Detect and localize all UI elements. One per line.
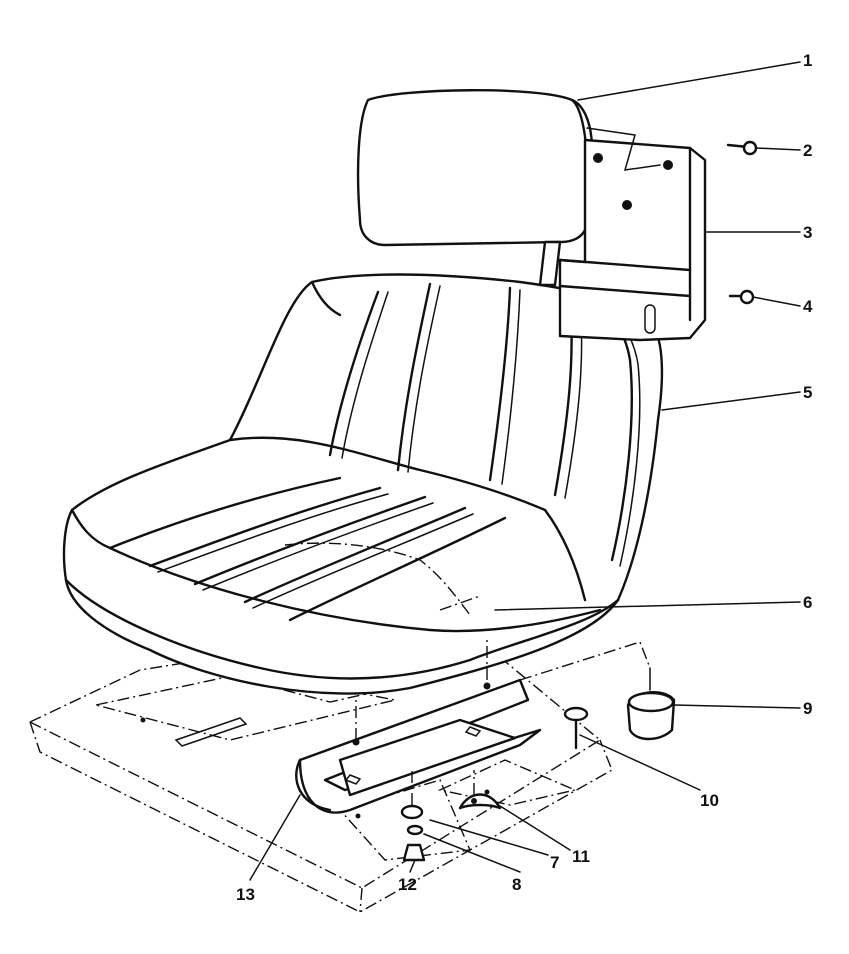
callout-4: 4 [803, 297, 813, 316]
callout-8: 8 [512, 875, 521, 894]
callout-5: 5 [803, 383, 812, 402]
leader-13 [249, 794, 301, 881]
bolt-4 [728, 289, 755, 305]
callout-labels: 1 2 3 4 5 6 7 8 9 10 11 12 13 [236, 51, 813, 904]
bolt-2 [726, 140, 758, 156]
backrest-bracket [558, 127, 707, 342]
callout-11: 11 [572, 847, 590, 866]
leader-12 [409, 859, 416, 873]
hardware-stack [400, 804, 426, 862]
callout-9: 9 [803, 699, 812, 718]
leader-9 [673, 704, 801, 709]
callout-3: 3 [803, 223, 812, 242]
leader-4 [752, 296, 801, 307]
leader-8 [423, 833, 521, 873]
assembly-lines [355, 595, 651, 805]
seat-shell [62, 273, 664, 695]
stud-10 [563, 706, 589, 750]
leader-5 [661, 391, 801, 411]
leader-1 [577, 61, 801, 101]
mounting-bracket [295, 678, 542, 814]
callout-1: 1 [803, 51, 812, 70]
callout-6: 6 [803, 593, 812, 612]
leader-10 [579, 734, 701, 791]
callout-13: 13 [236, 885, 255, 904]
leader-7 [429, 819, 549, 856]
leader-2 [755, 147, 801, 151]
headrest [356, 89, 594, 287]
leader-lines [249, 61, 801, 881]
leader-11 [499, 805, 571, 851]
bumper-9 [626, 667, 676, 741]
callout-7: 7 [550, 853, 559, 872]
leader-6 [494, 601, 801, 611]
foot-11 [458, 793, 502, 810]
callout-2: 2 [803, 141, 812, 160]
callout-12: 12 [398, 875, 417, 894]
callout-10: 10 [700, 791, 719, 810]
